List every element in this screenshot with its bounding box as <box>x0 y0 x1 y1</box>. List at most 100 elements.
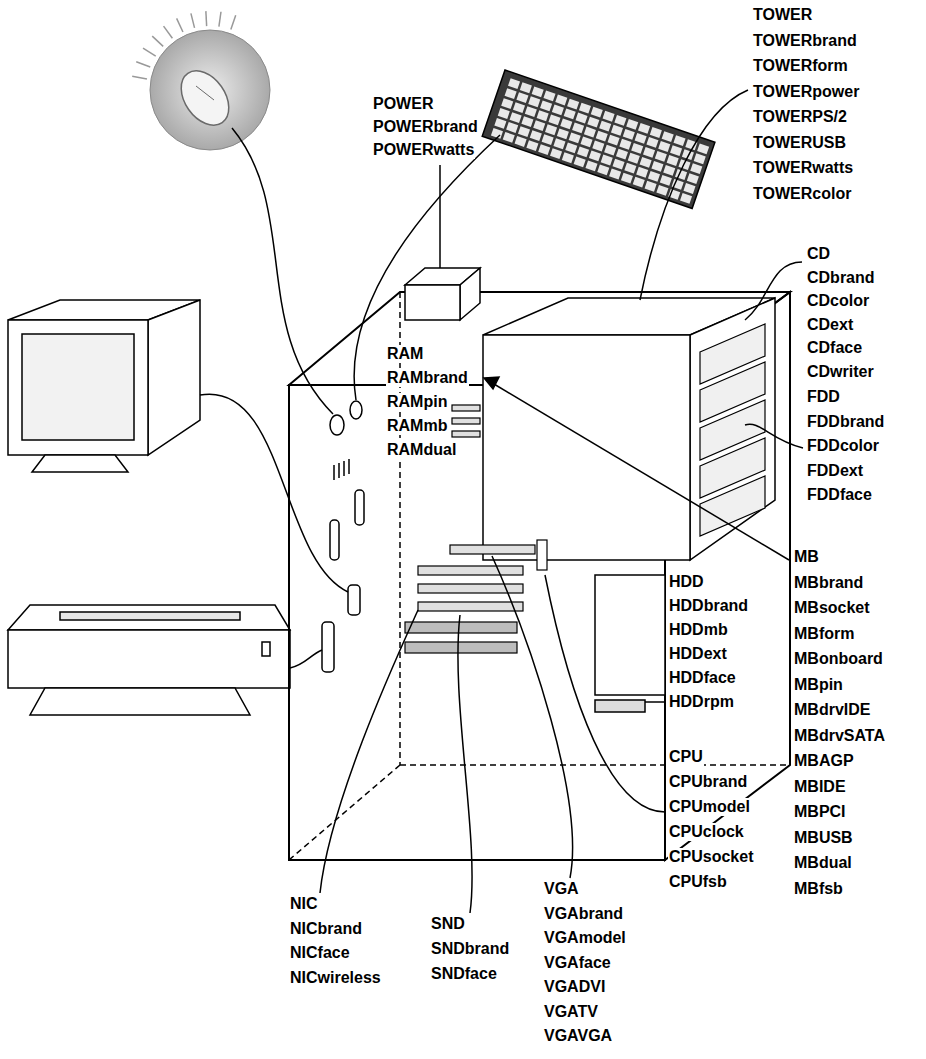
part-label: FDD <box>806 388 841 406</box>
mouse-ray <box>152 36 163 46</box>
psu-front <box>405 285 460 320</box>
part-label: VGAface <box>543 954 612 972</box>
part-label: MBform <box>793 625 855 643</box>
parallel-port <box>330 520 339 560</box>
keyboard-key <box>658 141 670 152</box>
cpu-socket <box>537 540 547 570</box>
part-label: HDDbrand <box>668 597 749 615</box>
keyboard-key <box>621 173 633 184</box>
part-label: TOWERUSB <box>752 134 847 152</box>
keyboard-key <box>537 110 549 121</box>
ram-slot <box>452 431 480 437</box>
part-label: CPUmodel <box>668 798 751 816</box>
part-label: FDDface <box>806 486 873 504</box>
keyboard-key <box>694 153 706 164</box>
printer <box>8 605 290 715</box>
keyboard-key <box>650 127 662 138</box>
keyboard-key <box>604 145 616 156</box>
keyboard-key <box>646 137 658 148</box>
mouse-cable <box>232 128 333 414</box>
keyboard-key <box>596 131 608 142</box>
vent <box>338 463 340 478</box>
monitor-cable <box>200 394 348 592</box>
keyboard-key <box>673 135 685 146</box>
keyboard-key <box>562 152 574 163</box>
hidden-edges <box>289 292 790 860</box>
keyboard-key <box>636 167 648 178</box>
part-label: HDDext <box>668 645 728 663</box>
keyboard-key <box>623 129 635 140</box>
part-label: CPUfsb <box>668 873 728 891</box>
keyboard-key <box>660 175 672 186</box>
vent <box>343 461 345 476</box>
keyboard-key <box>614 115 626 126</box>
keyboard-key <box>548 114 560 125</box>
keyboard-key <box>503 132 515 143</box>
keyboard-cable <box>354 135 500 400</box>
keyboard-key <box>510 112 522 123</box>
part-label: SNDface <box>430 965 498 983</box>
keyboard-key <box>633 177 645 188</box>
part-label: NICbrand <box>289 920 363 938</box>
keyboard-key <box>619 139 631 150</box>
keyboard-key <box>662 131 674 142</box>
keyboard-key <box>682 149 694 160</box>
part-label: CPUbrand <box>668 773 748 791</box>
printer-button <box>262 642 270 656</box>
leader-line <box>545 575 665 812</box>
keyboard-key <box>697 143 709 154</box>
part-label: NIC <box>289 895 319 913</box>
part-label: VGATV <box>543 1003 599 1021</box>
keyboard-key <box>638 123 650 134</box>
part-label: MBpin <box>793 676 844 694</box>
keyboard-key <box>611 125 623 136</box>
keyboard-keys <box>491 78 709 204</box>
part-label: VGAbrand <box>543 905 624 923</box>
keyboard-key <box>592 141 604 152</box>
part-label: VGADVI <box>543 978 606 996</box>
expansion-card <box>405 622 517 633</box>
mouse-disc <box>150 30 270 150</box>
part-label: CDface <box>806 339 863 357</box>
mouse-icon <box>150 30 270 150</box>
keyboard-key <box>518 126 530 137</box>
keyboard-key <box>525 106 537 117</box>
mouse-button-line <box>196 86 214 100</box>
keyboard-key <box>616 149 628 160</box>
ram-slot <box>452 418 480 424</box>
printer-body <box>8 630 290 688</box>
keyboard-key <box>552 104 564 115</box>
leader-line <box>745 424 803 448</box>
part-label: TOWERPS/2 <box>752 108 848 126</box>
part-label: MBfsb <box>793 880 844 898</box>
keyboard-key <box>687 173 699 184</box>
keyboard-key <box>631 143 643 154</box>
mouse-ray <box>164 26 173 38</box>
keyboard-key <box>685 139 697 150</box>
keyboard-key <box>498 108 510 119</box>
keyboard-key <box>542 134 554 145</box>
part-label: MBPCI <box>793 803 847 821</box>
part-label: VGAmodel <box>543 929 627 947</box>
keyboard-key <box>640 157 652 168</box>
part-label: MBUSB <box>793 829 854 847</box>
keyboard-key <box>613 159 625 170</box>
part-label: TOWERwatts <box>752 159 854 177</box>
keyboard-key <box>557 128 569 139</box>
vent <box>348 459 350 474</box>
keyboard-key <box>521 116 533 127</box>
keyboard-key <box>597 165 609 176</box>
keyboard-key <box>580 137 592 148</box>
part-label: POWERbrand <box>372 118 479 136</box>
keyboard-key <box>591 107 603 118</box>
keyboard-key <box>528 96 540 107</box>
keyboard-key <box>601 155 613 166</box>
keyboard-key <box>624 163 636 174</box>
keyboard-key <box>643 147 655 158</box>
printer-port <box>322 622 334 672</box>
keyboard-key <box>560 118 572 129</box>
part-label: NICwireless <box>289 969 382 987</box>
cables <box>200 128 500 668</box>
part-label: RAM <box>386 345 424 363</box>
part-label: POWER <box>372 95 434 113</box>
